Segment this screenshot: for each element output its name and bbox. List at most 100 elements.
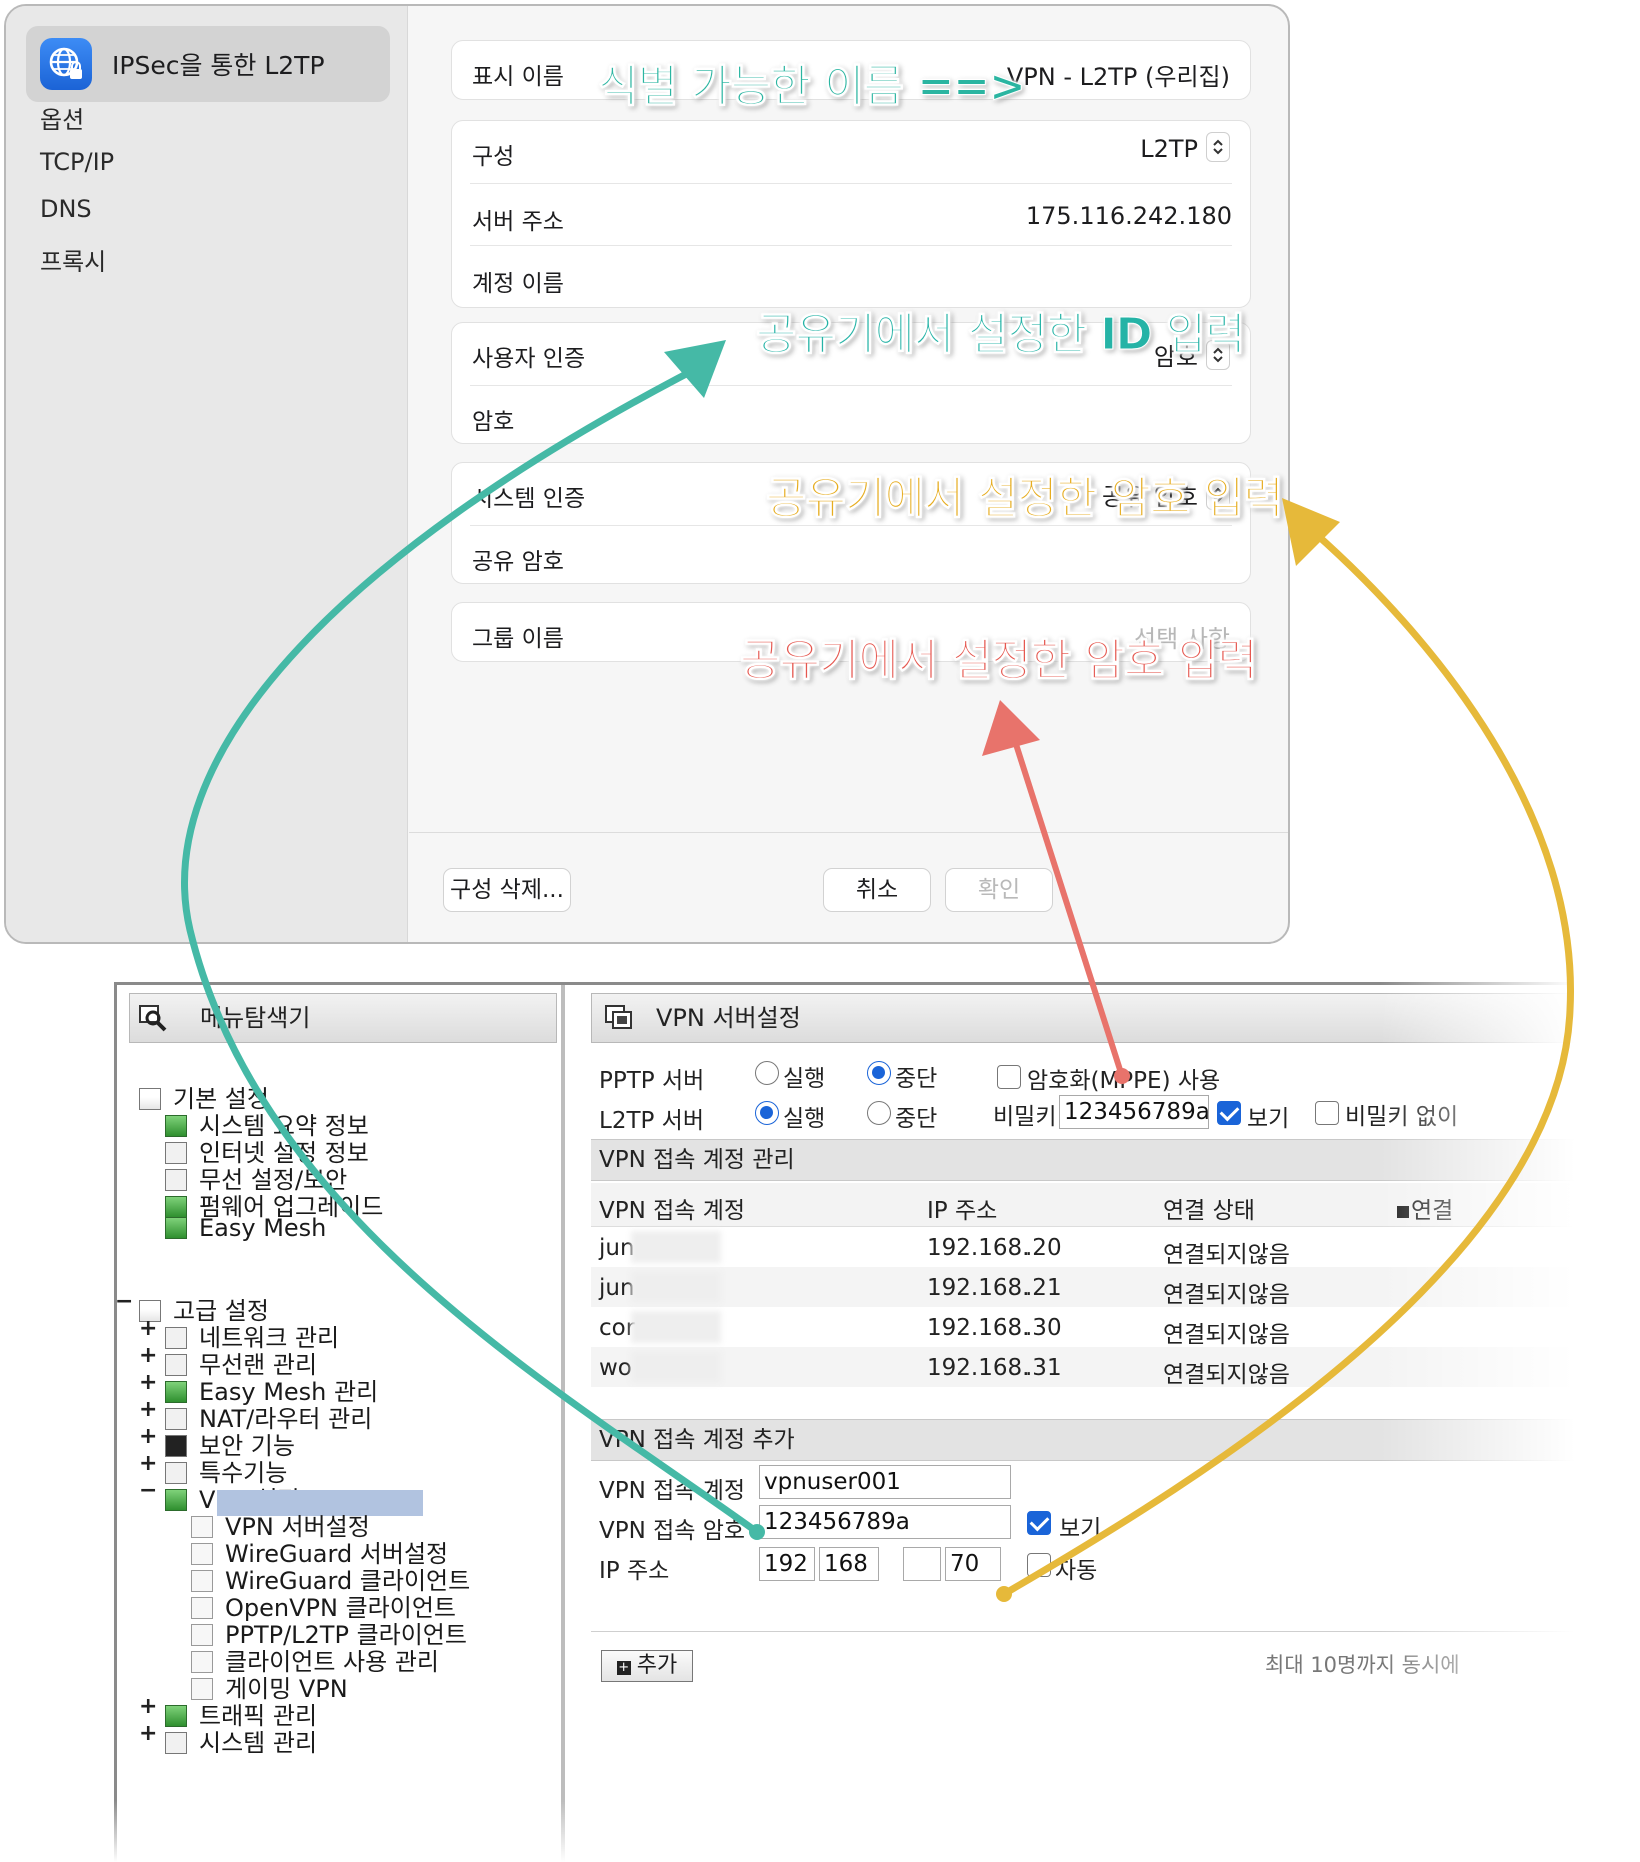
mppe-checkbox[interactable] bbox=[997, 1065, 1021, 1089]
redacted-area bbox=[631, 1231, 721, 1263]
tree-label: PPTP/L2TP 클라이언트 bbox=[225, 1621, 467, 1649]
tree-pptp-l2tp-client[interactable]: PPTP/L2TP 클라이언트 bbox=[191, 1615, 467, 1650]
display-name-input[interactable]: VPN - L2TP (우리집) bbox=[1006, 63, 1230, 91]
ip-octet-4-input[interactable]: 70 bbox=[945, 1547, 1001, 1581]
secret-show-checkbox[interactable] bbox=[1217, 1101, 1241, 1125]
row-status: 연결되지않음 bbox=[1163, 1322, 1290, 1348]
tree-gaming-vpn[interactable]: 게이밍 VPN bbox=[191, 1669, 348, 1704]
annotation-display-name: 식별 가능한 이름 ==> bbox=[598, 61, 1027, 113]
menu-explorer-panel: 메뉴탐색기 기본 설정 시스템 요약 정보 인터넷 설정 정보 무선 설정/보안… bbox=[115, 985, 565, 1862]
l2tp-run-radio[interactable] bbox=[755, 1101, 779, 1125]
expand-toggle[interactable]: + bbox=[139, 1316, 158, 1341]
tree-system[interactable]: 시스템 관리 bbox=[165, 1723, 317, 1758]
cancel-button[interactable]: 취소 bbox=[823, 868, 931, 912]
ok-button[interactable]: 확인 bbox=[945, 868, 1053, 912]
row-account: cor bbox=[599, 1315, 636, 1341]
page-icon bbox=[191, 1624, 213, 1646]
secret-key-input[interactable]: 123456789a bbox=[1059, 1095, 1209, 1129]
config-select[interactable]: L2TP bbox=[1140, 132, 1230, 165]
tree-wireguard-client[interactable]: WireGuard 클라이언트 bbox=[191, 1561, 470, 1596]
config-label: 구성 bbox=[472, 144, 515, 170]
sidebar-item-l2tp[interactable]: IPSec을 통한 L2TP bbox=[26, 26, 390, 102]
display-name-row[interactable]: 표시 이름 VPN - L2TP (우리집) bbox=[452, 41, 1250, 99]
tree-easy-mesh[interactable]: Easy Mesh bbox=[165, 1214, 326, 1242]
expand-toggle[interactable]: + bbox=[139, 1694, 158, 1719]
sidebar-item-options[interactable]: 옵션 bbox=[40, 106, 85, 134]
menu-explorer-title: 메뉴탐색기 bbox=[129, 993, 557, 1043]
row-status: 연결되지않음 bbox=[1163, 1362, 1290, 1388]
new-ip-label: IP 주소 bbox=[599, 1558, 670, 1584]
table-row[interactable]: wo 192.168. .31 연결되지않음 bbox=[591, 1347, 1607, 1388]
tree-label: WireGuard 서버설정 bbox=[225, 1540, 449, 1568]
system-icon bbox=[165, 1732, 187, 1754]
user-auth-value: 암호 bbox=[1153, 343, 1198, 371]
expand-toggle[interactable]: + bbox=[139, 1451, 158, 1476]
chevron-updown-icon[interactable] bbox=[1206, 340, 1230, 370]
no-secret-checkbox[interactable] bbox=[1315, 1101, 1339, 1125]
globe-icon bbox=[40, 38, 92, 90]
system-auth-label: 시스템 인증 bbox=[472, 486, 586, 512]
folder-icon bbox=[139, 1088, 161, 1110]
tree-wireguard-server[interactable]: WireGuard 서버설정 bbox=[191, 1534, 448, 1569]
annotation-account-id: 공유기에서 설정한 ID 입력 bbox=[756, 309, 1247, 361]
expand-toggle[interactable]: + bbox=[139, 1343, 158, 1368]
table-row[interactable]: jun 192.168. .20 연결되지않음 bbox=[591, 1227, 1607, 1268]
ip-octet-1-input[interactable]: 192 bbox=[759, 1547, 815, 1581]
secret-show-label: 보기 bbox=[1247, 1106, 1290, 1132]
collapse-toggle[interactable]: − bbox=[115, 1289, 134, 1314]
server-label: 서버 주소 bbox=[472, 209, 564, 235]
router-admin-window: 메뉴탐색기 기본 설정 시스템 요약 정보 인터넷 설정 정보 무선 설정/보안… bbox=[114, 982, 1607, 1862]
new-password-input[interactable]: 123456789a bbox=[759, 1505, 1011, 1539]
collapse-toggle[interactable]: − bbox=[139, 1478, 158, 1503]
no-secret-label: 비밀키 없이 bbox=[1345, 1104, 1459, 1130]
l2tp-run-label: 실행 bbox=[783, 1106, 826, 1132]
new-account-input[interactable]: vpnuser001 bbox=[759, 1465, 1011, 1499]
magnifier-icon bbox=[139, 1005, 167, 1032]
tree-traffic[interactable]: 트래픽 관리 bbox=[165, 1696, 317, 1731]
auto-ip-checkbox[interactable] bbox=[1027, 1553, 1051, 1577]
page-icon bbox=[191, 1570, 213, 1592]
page-icon bbox=[191, 1678, 213, 1700]
pptp-stop-radio[interactable] bbox=[867, 1061, 891, 1085]
table-row[interactable]: cor 192.168. .30 연결되지않음 bbox=[591, 1307, 1607, 1348]
row-ip-prefix: 192.168. bbox=[927, 1355, 1030, 1381]
chevron-updown-icon[interactable] bbox=[1206, 480, 1230, 510]
user-auth-select[interactable]: 암호 bbox=[1154, 337, 1230, 373]
server-input[interactable]: 175.116.242.180 bbox=[1025, 202, 1232, 230]
sidebar-item-dns[interactable]: DNS bbox=[40, 195, 92, 223]
system-auth-value: 공유 암호 bbox=[1102, 483, 1198, 511]
add-account-section-header: VPN 접속 계정 추가 bbox=[591, 1419, 1607, 1461]
expand-toggle[interactable]: + bbox=[139, 1397, 158, 1422]
shared-secret-label: 공유 암호 bbox=[472, 549, 564, 575]
add-account-button[interactable]: +추가 bbox=[601, 1650, 693, 1682]
page-icon bbox=[191, 1597, 213, 1619]
col-ip: IP 주소 bbox=[927, 1198, 998, 1224]
delete-config-button[interactable]: 구성 삭제... bbox=[443, 868, 571, 912]
auto-ip-label: 자동 bbox=[1055, 1558, 1098, 1584]
chevron-updown-icon[interactable] bbox=[1206, 132, 1230, 162]
table-row[interactable]: jun 192.168. .21 연결되지않음 bbox=[591, 1267, 1607, 1308]
l2tp-stop-radio[interactable] bbox=[867, 1101, 891, 1125]
system-auth-select[interactable]: 공유 암호 bbox=[1102, 477, 1230, 513]
vpn-sidebar: IPSec을 통한 L2TP 옵션 TCP/IP DNS 프록시 bbox=[6, 6, 408, 942]
tree-client-usage[interactable]: 클라이언트 사용 관리 bbox=[191, 1642, 439, 1677]
ip-octet-2-input[interactable]: 168 bbox=[819, 1547, 879, 1581]
add-account-button-label: 추가 bbox=[636, 1653, 678, 1678]
config-value: L2TP bbox=[1140, 135, 1198, 163]
display-name-group: 표시 이름 VPN - L2TP (우리집) bbox=[451, 40, 1251, 100]
tree-openvpn-client[interactable]: OpenVPN 클라이언트 bbox=[191, 1588, 456, 1623]
shared-secret-row[interactable]: 공유 암호 bbox=[470, 525, 1232, 583]
ip-octet-3-input[interactable] bbox=[903, 1547, 941, 1581]
sidebar-item-tcpip[interactable]: TCP/IP bbox=[40, 148, 115, 176]
sidebar-item-proxy[interactable]: 프록시 bbox=[40, 248, 107, 276]
password-label: 암호 bbox=[472, 409, 515, 435]
expand-toggle[interactable]: + bbox=[139, 1424, 158, 1449]
account-row[interactable]: 계정 이름 bbox=[470, 245, 1232, 307]
expand-toggle[interactable]: + bbox=[139, 1370, 158, 1395]
password-row[interactable]: 암호 bbox=[470, 385, 1232, 443]
yellow-arrowhead bbox=[1282, 498, 1340, 566]
expand-toggle[interactable]: + bbox=[139, 1721, 158, 1746]
new-password-show-checkbox[interactable] bbox=[1027, 1511, 1051, 1535]
pptp-run-radio[interactable] bbox=[755, 1061, 779, 1085]
vpn-icon bbox=[165, 1489, 187, 1511]
